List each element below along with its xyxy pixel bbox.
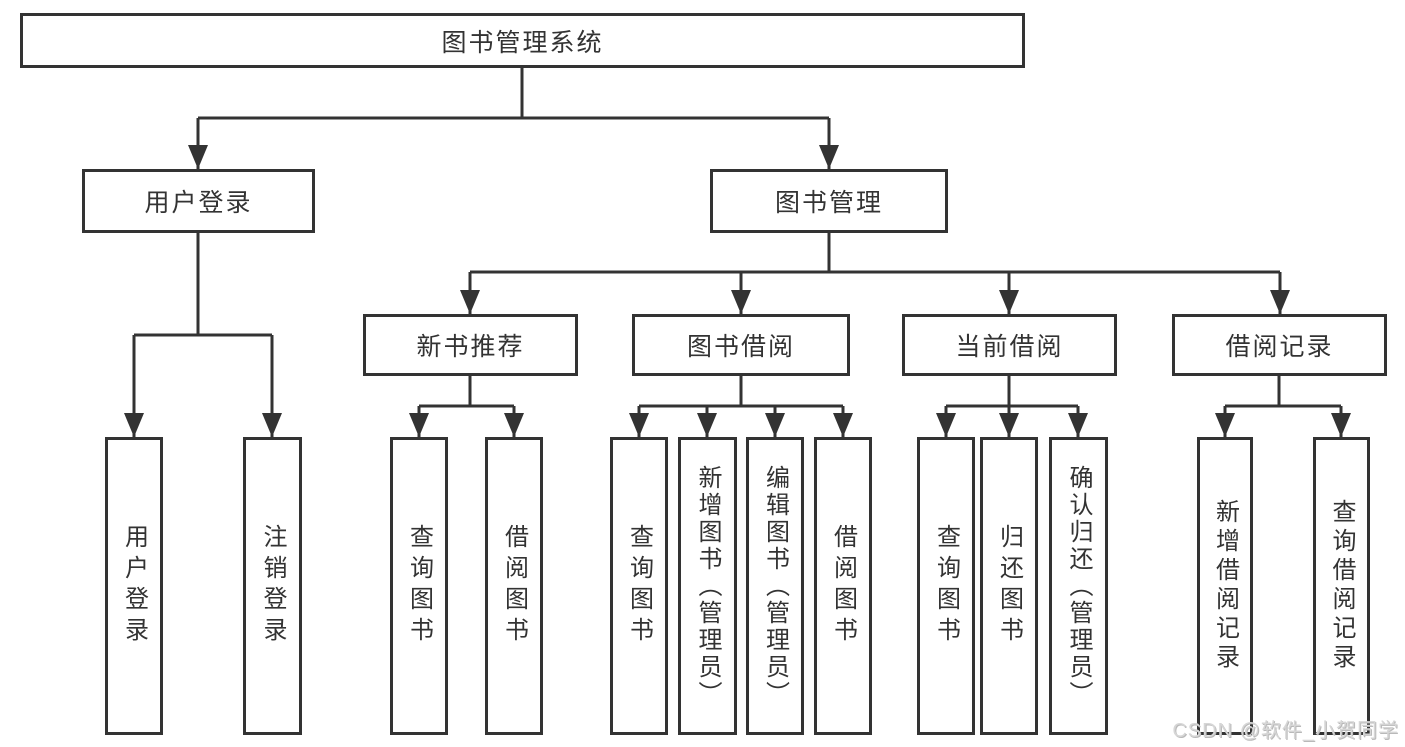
leaf-query-books-recommend: 查询图书	[390, 437, 448, 735]
leaf-borrow-books-recommend: 借阅图书	[485, 437, 543, 735]
leaf-query-books-borrow: 查询图书	[610, 437, 668, 735]
leaf-edit-books-admin: 编辑图书（管理员）	[746, 437, 804, 735]
leaf-query-borrow-record: 查询借阅记录	[1313, 437, 1370, 735]
leaf-borrow-books: 借阅图书	[814, 437, 872, 735]
leaf-return-books: 归还图书	[980, 437, 1038, 735]
node-book-borrow: 图书借阅	[632, 314, 850, 376]
leaf-logout: 注销登录	[243, 437, 302, 735]
leaf-add-books-admin: 新增图书（管理员）	[678, 437, 737, 735]
leaf-confirm-return-admin: 确认归还（管理员）	[1049, 437, 1108, 735]
node-borrow-records: 借阅记录	[1172, 314, 1387, 376]
node-library-system: 图书管理系统	[20, 13, 1025, 68]
node-current-borrow: 当前借阅	[902, 314, 1117, 376]
csdn-watermark: CSDN @软件_小贺同学	[1172, 720, 1399, 742]
node-new-book-recommend: 新书推荐	[363, 314, 578, 376]
leaf-add-borrow-record: 新增借阅记录	[1197, 437, 1253, 735]
node-book-management: 图书管理	[710, 169, 948, 233]
leaf-query-books-current: 查询图书	[917, 437, 975, 735]
node-user-login: 用户登录	[82, 169, 315, 233]
leaf-user-login: 用户登录	[105, 437, 163, 735]
